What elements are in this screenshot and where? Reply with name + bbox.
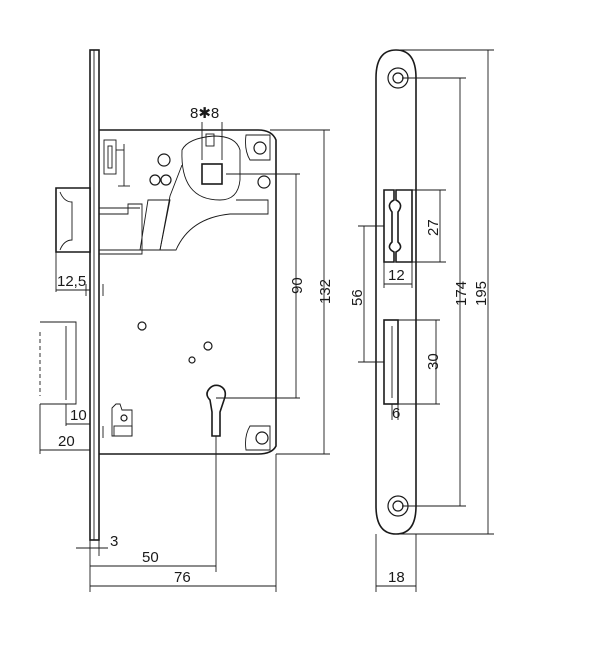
lever-arm (159, 164, 269, 251)
strike-plate-view (375, 49, 417, 535)
lock-case (99, 129, 277, 455)
latch-bolt (55, 187, 91, 253)
dead-bolt (40, 321, 77, 405)
dim-strike-hole-spacing: 174 (453, 281, 470, 306)
faceplate (89, 49, 100, 541)
case-hole-1 (157, 153, 171, 167)
dim-square-spindle: 8✱8 (190, 105, 219, 122)
square-spindle-hole (201, 163, 223, 185)
dim-strike-latch-height: 27 (425, 219, 442, 236)
lock-dimensions: 8✱8 90 132 12,5 10 20 3 50 (39, 105, 334, 592)
case-hole-3 (160, 174, 172, 186)
case-hole-4 (257, 175, 271, 189)
dim-strike-latch-to-bolt: 56 (349, 289, 366, 306)
case-hole-5 (137, 321, 147, 331)
strike-bolt-opening (383, 319, 399, 405)
mount-lug-bottom (245, 425, 271, 451)
dim-case-height: 132 (317, 279, 334, 304)
case-hole-7 (203, 341, 213, 351)
dim-case-depth: 76 (174, 569, 191, 586)
dim-strike-width: 18 (388, 569, 405, 586)
mount-lug-top (245, 134, 271, 161)
dim-latch-offset: 10 (70, 407, 87, 424)
dim-latch-projection: 20 (58, 433, 75, 450)
dim-spindle-to-key: 90 (289, 277, 306, 294)
dim-faceplate-thickness: 3 (110, 533, 118, 550)
latch-slot (103, 139, 117, 175)
key-hole (206, 384, 227, 437)
dim-strike-length: 195 (473, 281, 490, 306)
strike-latch-opening (383, 189, 395, 263)
dim-bolt-projection: 12,5 (57, 273, 86, 290)
strike-dimensions: 27 12 56 30 6 174 195 18 (349, 49, 494, 592)
dim-strike-bolt-height: 30 (425, 353, 442, 370)
dim-strike-bolt-depth: 6 (392, 405, 400, 422)
dim-strike-latch-depth: 12 (388, 267, 405, 284)
lock-body-view (39, 49, 277, 541)
dim-backset: 50 (142, 549, 159, 566)
case-hole-2 (149, 174, 161, 186)
strike-plate (375, 49, 417, 535)
case-hole-6 (188, 356, 196, 364)
